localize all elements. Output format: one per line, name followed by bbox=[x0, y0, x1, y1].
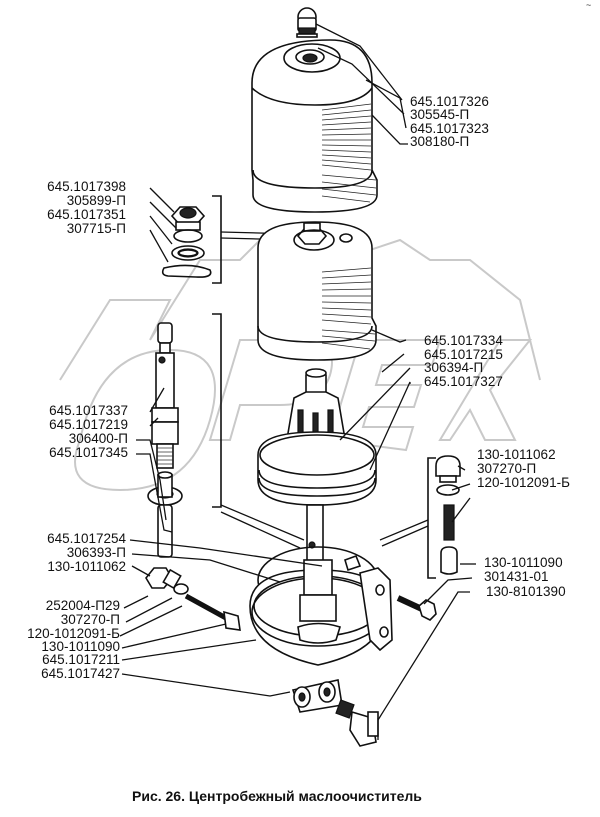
part-label: 645.1017326 bbox=[410, 94, 489, 109]
part-label: 645.1017398 bbox=[47, 179, 126, 194]
part-label: 130-1011090 bbox=[484, 555, 563, 570]
part-label: 645.1017345 bbox=[49, 445, 128, 460]
rotor-base bbox=[257, 368, 377, 520]
part-label: 252004-П29 bbox=[46, 598, 120, 613]
part-label: 645.1017211 bbox=[42, 652, 120, 667]
part-label: 645.1017254 bbox=[47, 531, 126, 546]
part-label: 645.1017327 bbox=[424, 374, 503, 389]
part-label: 307270-П bbox=[477, 461, 536, 476]
axle-thread bbox=[157, 447, 173, 465]
part-label: 120-1012091-Б bbox=[477, 475, 570, 490]
part-label: 307715-П bbox=[67, 221, 126, 236]
part-label: 130-8101390 bbox=[486, 584, 566, 599]
rotor-body bbox=[257, 221, 377, 361]
labels-right-bottom: 130-1011090 301431-01 130-8101390 bbox=[484, 555, 566, 599]
part-label: 307270-П bbox=[61, 612, 120, 627]
part-label: 306393-П bbox=[67, 545, 126, 560]
housing-assembly bbox=[249, 504, 393, 747]
part-label: 306394-П bbox=[424, 360, 483, 375]
rotor-cover bbox=[251, 7, 378, 213]
labels-left-bottom: 252004-П29 307270-П 120-1012091-Б 130-10… bbox=[27, 598, 120, 681]
part-label: 645.1017427 bbox=[41, 666, 120, 681]
part-label: 645.1017351 bbox=[47, 207, 126, 222]
labels-left-lower: 645.1017254 306393-П 130-1011062 bbox=[47, 531, 126, 574]
plug-and-spring-left bbox=[145, 567, 241, 631]
part-label: 305899-П bbox=[67, 193, 126, 208]
labels-right-middle: 645.1017334 645.1017215 306394-П 645.101… bbox=[424, 333, 503, 389]
leader-lines bbox=[119, 23, 476, 721]
labels-right-valve-group: 130-1011062 307270-П 120-1012091-Б bbox=[477, 447, 570, 490]
part-label: 645.1017337 bbox=[49, 403, 128, 418]
cap-nut bbox=[296, 7, 318, 38]
labels-left-axle-group: 645.1017337 645.1017219 306400-П 645.101… bbox=[49, 403, 128, 460]
body-hatching bbox=[321, 267, 376, 350]
labels-right-top: 645.1017326 305545-П 645.1017323 308180-… bbox=[410, 94, 489, 149]
part-label: 308180-П bbox=[410, 134, 469, 149]
part-label: 305545-П bbox=[410, 107, 469, 122]
part-label: 120-1012091-Б bbox=[27, 626, 120, 641]
figure-caption: Рис. 26. Центробежный маслоочиститель bbox=[132, 788, 422, 804]
part-label: 645.1017323 bbox=[410, 121, 489, 136]
cover-hatching bbox=[321, 103, 377, 203]
part-label: 130-1011090 bbox=[41, 639, 120, 654]
part-label: 306400-П bbox=[69, 431, 128, 446]
part-label: 645.1017215 bbox=[424, 347, 503, 362]
part-label: 645.1017219 bbox=[49, 417, 128, 432]
part-label: 301431-01 bbox=[484, 569, 549, 584]
part-label: 130-1011062 bbox=[47, 559, 126, 574]
part-label: 130-1011062 bbox=[477, 447, 556, 462]
labels-left-nut-group: 645.1017398 305899-П 645.1017351 307715-… bbox=[47, 179, 126, 236]
part-label: 645.1017334 bbox=[424, 333, 503, 348]
corner-mark: ~ bbox=[586, 0, 591, 10]
valve-group bbox=[379, 455, 461, 579]
nut-washer-group bbox=[161, 195, 297, 284]
housing-bolt bbox=[396, 595, 437, 621]
